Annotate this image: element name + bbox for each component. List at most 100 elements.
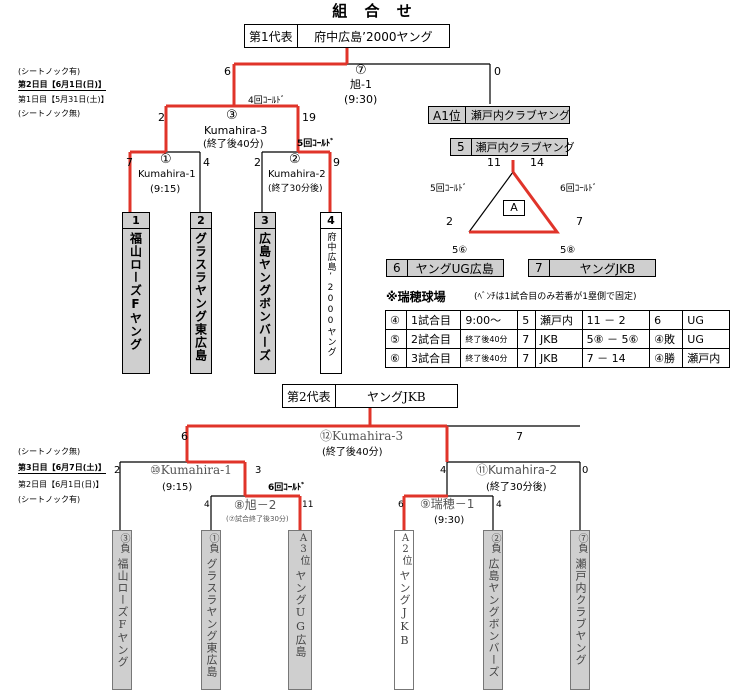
g9-right-score: 4 bbox=[496, 500, 502, 510]
table-cell: JKB bbox=[535, 348, 583, 368]
team-name: 広島ヤングボンバーズ bbox=[487, 558, 500, 678]
venue-note: (ﾍﾞﾝﾁは1試合目のみ若番が1塁側で固定) bbox=[474, 292, 637, 302]
table-cell: ⑤ bbox=[385, 329, 407, 349]
table-row: ⑤ 2試合目 終了後40分 7 JKB 5⑧ － 5⑥ ④敗 UG bbox=[385, 329, 730, 349]
team-name: ヤングJKB bbox=[398, 570, 411, 648]
g7-circle: ⑦ bbox=[355, 63, 367, 78]
team-box-3: 3 広島ヤングボンバーズ bbox=[254, 212, 276, 374]
g3-name: Kumahira-3 bbox=[204, 124, 268, 137]
league-top-team: 瀬戸内クラブヤング bbox=[475, 141, 575, 154]
team-number: 1 bbox=[123, 213, 149, 229]
note-line: (シートノック無) bbox=[18, 109, 81, 118]
team-name: 福山ローズFヤング bbox=[116, 558, 129, 668]
page-title: 組 合 せ bbox=[332, 2, 418, 20]
schedule-table: ④ 1試合目 9:00～ 5 瀬戸内 11 － 2 6 UG ⑤ 2試合目 終了… bbox=[385, 310, 730, 368]
note-line: 第3日目【6月7日(土)】 bbox=[18, 463, 107, 474]
team-name: 府中広島’2000ヤング bbox=[325, 232, 336, 357]
table-cell: 7 bbox=[517, 348, 536, 368]
team-box-b3: A3位 ヤングUG広島 bbox=[288, 530, 312, 690]
g11-name: ⑪Kumahira-2 bbox=[476, 463, 558, 477]
table-cell: 11 － 2 bbox=[581, 310, 651, 330]
g2-circle: ② bbox=[289, 152, 301, 167]
g8-note: 6回ｺｰﾙﾄﾞ bbox=[268, 483, 306, 493]
league-top-num: 5 bbox=[451, 139, 472, 155]
team-box-4: 4 府中広島’2000ヤング bbox=[320, 212, 342, 374]
league-score: 2 bbox=[446, 215, 453, 228]
g8-name: ⑧旭－2 bbox=[234, 498, 277, 512]
table-cell: JKB bbox=[535, 329, 583, 349]
league-score: 14 bbox=[530, 156, 544, 169]
team-name: 瀬戸内クラブヤング bbox=[574, 558, 587, 666]
table-cell: 3試合目 bbox=[405, 348, 462, 368]
team-number: A3位 bbox=[298, 533, 309, 565]
g7-time: (9:30) bbox=[344, 93, 378, 106]
team-name: ヤングUG広島 bbox=[294, 570, 307, 658]
rep1-label: 第1代表 bbox=[245, 25, 298, 47]
g1-name: Kumahira-1 bbox=[138, 169, 196, 180]
league-left-note: 5回ｺｰﾙﾄﾞ bbox=[430, 184, 468, 194]
g2-note: 5回ｺｰﾙﾄﾞ bbox=[297, 139, 335, 149]
g2-left-score: 2 bbox=[254, 156, 261, 169]
g9-time: (9:30) bbox=[434, 515, 465, 526]
league-bl-team: ヤングUG広島 bbox=[415, 261, 494, 276]
table-cell: 瀬戸内 bbox=[535, 310, 583, 330]
g11-right-score: 0 bbox=[582, 465, 589, 476]
table-cell: 7 － 14 bbox=[581, 348, 651, 368]
g11-left-score: 4 bbox=[440, 465, 447, 476]
table-cell: 5⑧ － 5⑥ bbox=[581, 329, 651, 349]
g3-note: 4回ｺｰﾙﾄﾞ bbox=[248, 96, 286, 106]
g9-left-score: 6 bbox=[398, 500, 404, 510]
table-cell: 7 bbox=[517, 329, 536, 349]
g10-left-score: 2 bbox=[114, 465, 121, 476]
league-bl-box: 6 ヤングUG広島 bbox=[386, 259, 504, 277]
league-game-label: 5⑧ bbox=[560, 245, 576, 256]
note-line: 第2日目【6月1日(日)】 bbox=[18, 480, 104, 489]
g8-right-score: 11 bbox=[302, 500, 314, 510]
team-number: ③負 bbox=[118, 533, 129, 553]
league-game-label: 5⑥ bbox=[452, 245, 468, 256]
g12-right-score: 7 bbox=[516, 430, 523, 443]
a1-label: A1位 bbox=[429, 107, 466, 123]
league-br-box: 7 ヤングJKB bbox=[528, 259, 656, 277]
g8-left-score: 4 bbox=[204, 500, 210, 510]
g2-name: Kumahira-2 bbox=[268, 169, 326, 180]
g7-right-score: 0 bbox=[494, 65, 501, 78]
g11-time: (終了30分後) bbox=[486, 482, 547, 493]
team-number: 4 bbox=[321, 213, 341, 229]
note-line: (シートノック有) bbox=[18, 67, 81, 76]
team-box-b6: ⑦負 瀬戸内クラブヤング bbox=[570, 530, 590, 690]
g3-right-score: 19 bbox=[302, 111, 316, 124]
g12-name: ⑫Kumahira-3 bbox=[320, 429, 404, 443]
g10-name: ⑩Kumahira-1 bbox=[150, 463, 232, 477]
team-number: 2 bbox=[191, 213, 211, 229]
team-box-b1: ③負 福山ローズFヤング bbox=[112, 530, 132, 690]
note-line: 第2日目【6月1日(日)】 bbox=[18, 80, 107, 91]
table-cell: ④ bbox=[385, 310, 407, 330]
table-cell: ⑥ bbox=[385, 348, 407, 368]
rep1-box: 第1代表 府中広島’2000ヤング bbox=[244, 24, 450, 48]
table-cell: 2試合目 bbox=[405, 329, 462, 349]
team-box-b5: ②負 広島ヤングボンバーズ bbox=[483, 530, 503, 690]
league-score: 7 bbox=[576, 215, 583, 228]
league-br-num: 7 bbox=[529, 260, 550, 276]
rep1-value: 府中広島’2000ヤング bbox=[314, 29, 433, 44]
league-score: 11 bbox=[487, 156, 501, 169]
table-row: ④ 1試合目 9:00～ 5 瀬戸内 11 － 2 6 UG bbox=[385, 310, 730, 330]
table-cell: UG bbox=[682, 310, 730, 330]
g1-time: (9:15) bbox=[150, 184, 181, 195]
g3-time: (終了後40分) bbox=[203, 139, 264, 150]
team-number: 3 bbox=[255, 213, 275, 229]
rep2-value: ヤングJKB bbox=[367, 389, 426, 404]
g12-time: (終了後40分) bbox=[322, 447, 383, 458]
rep2-box: 第2代表 ヤングJKB bbox=[282, 384, 458, 408]
table-row: ⑥ 3試合目 終了後40分 7 JKB 7 － 14 ④勝 瀬戸内 bbox=[385, 348, 730, 368]
team-name: グラスラヤング東広島 bbox=[205, 558, 218, 678]
league-bl-num: 6 bbox=[387, 260, 408, 276]
league-top-box: 5 瀬戸内クラブヤング bbox=[450, 138, 575, 156]
team-name: 広島ヤングボンバーズ bbox=[257, 232, 272, 362]
g8-time: (⑦試合終了後30分) bbox=[226, 515, 289, 523]
rep2-label: 第2代表 bbox=[283, 385, 336, 407]
team-name: グラスラヤング東広島 bbox=[193, 232, 208, 362]
note-line: (シートノック無) bbox=[18, 447, 81, 456]
